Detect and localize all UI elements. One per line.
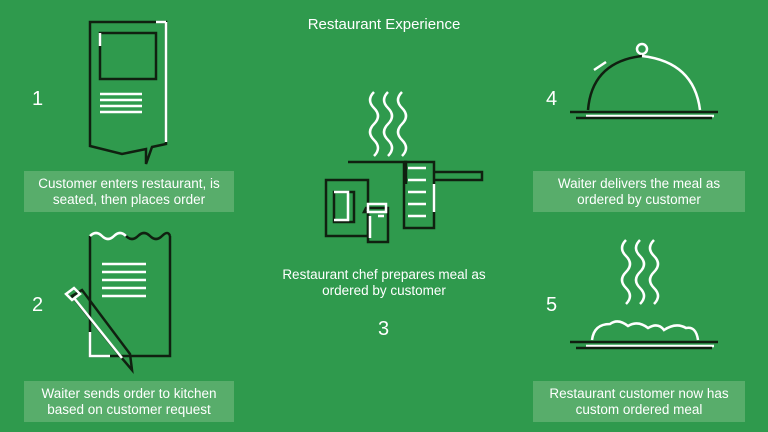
step-1-caption-line-2: seated, then places order	[52, 191, 206, 207]
serving-cloche-icon	[570, 42, 718, 120]
step-1-caption-line-1: Customer enters restaurant, is	[38, 175, 220, 191]
cooking-pots-icon	[324, 91, 484, 244]
step-4-number: 4	[546, 88, 558, 110]
step-3-caption-line-1: Restaurant chef prepares meal as	[282, 267, 486, 282]
step-2-caption: Waiter sends order to kitchen based on c…	[24, 381, 234, 422]
served-plate-icon	[570, 239, 718, 350]
step-1-caption: Customer enters restaurant, is seated, t…	[24, 171, 234, 212]
step-3-caption-line-2: ordered by customer	[322, 283, 446, 298]
step-3-number: 3	[378, 318, 390, 340]
step-4-caption: Waiter delivers the meal as ordered by c…	[533, 171, 745, 212]
step-5-caption-line-1: Restaurant customer now has	[549, 385, 729, 401]
step-2-caption-line-2: based on customer request	[47, 401, 211, 417]
step-1-number: 1	[32, 88, 44, 110]
step-5-caption-line-2: custom ordered meal	[575, 401, 703, 417]
step-5-caption: Restaurant customer now has custom order…	[533, 381, 745, 422]
diagram-title: Restaurant Experience	[307, 16, 461, 33]
step-4-caption-line-1: Waiter delivers the meal as	[557, 175, 721, 191]
step-3-caption: Restaurant chef prepares meal as ordered…	[270, 267, 498, 299]
step-4-caption-line-2: ordered by customer	[577, 191, 701, 207]
menu-card-icon	[88, 20, 168, 165]
step-2-number: 2	[32, 294, 44, 316]
step-5-number: 5	[546, 294, 558, 316]
step-2-caption-line-1: Waiter sends order to kitchen	[41, 385, 217, 401]
notepad-pen-icon	[64, 231, 172, 374]
